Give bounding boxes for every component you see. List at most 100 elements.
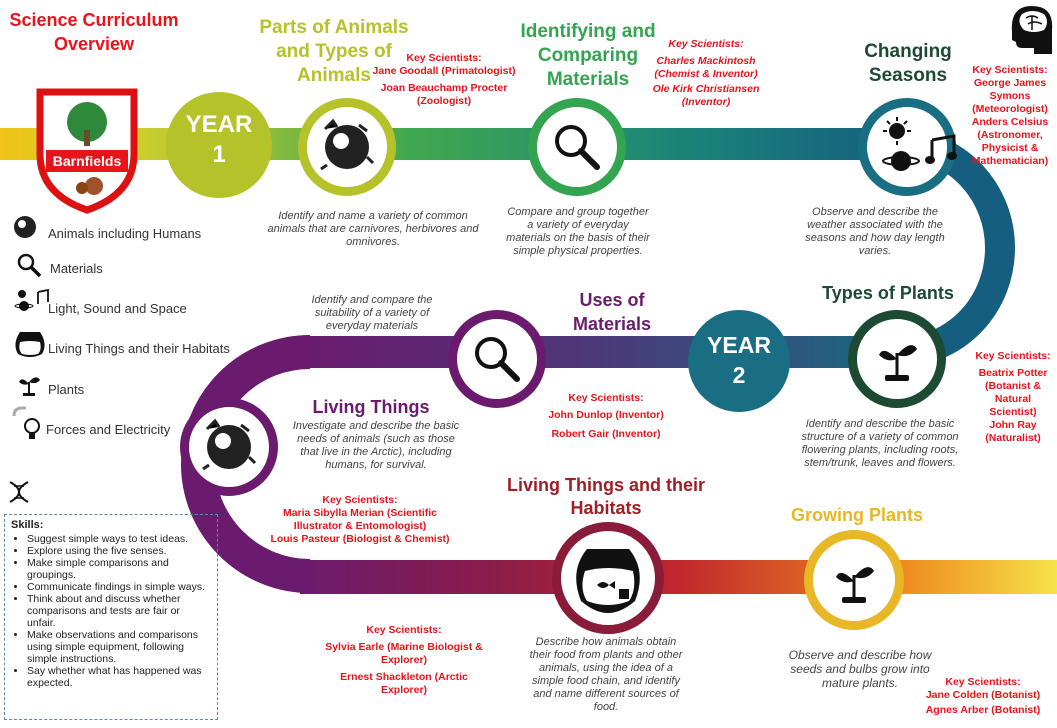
legend-label: Materials — [50, 261, 103, 276]
legend-label: Animals including Humans — [48, 226, 202, 241]
scientist: Ernest Shackleton (Arctic Explorer) — [340, 671, 468, 696]
skill-item: Explore using the five senses. — [27, 545, 211, 557]
key-scientists-label: Key Scientists: — [972, 64, 1048, 76]
scientist: Joan Beauchamp Procter (Zoologist) — [380, 82, 508, 107]
music-note-icon — [925, 134, 957, 164]
scientist: Maria Sibylla Merian (Scientific Illustr… — [282, 507, 438, 532]
identifying-materials-scientists: Key Scientists: Charles Mackintosh (Chem… — [648, 38, 764, 109]
scientist: Jane Goodall (Primatologist) — [372, 65, 516, 77]
changing-seasons-circle — [858, 98, 956, 196]
growing-plants-desc: Observe and describe how seeds and bulbs… — [788, 648, 932, 690]
bulb-magnet-icon — [12, 406, 40, 439]
fishbowl-icon — [576, 549, 640, 613]
scientist: John Dunlop (Inventor) — [548, 409, 664, 421]
growing-plants-scientists: Key Scientists: Jane Colden (Botanist) A… — [918, 676, 1048, 717]
legend-label: Forces and Electricity — [46, 422, 171, 437]
scientist: Sylvia Earle (Marine Biologist & Explore… — [325, 641, 483, 666]
path-row-3 — [300, 560, 1057, 594]
uses-of-materials-scientists: Key Scientists: John Dunlop (Inventor) R… — [536, 392, 676, 441]
key-scientists-label: Key Scientists: — [668, 38, 744, 50]
year-1-label: YEAR — [185, 111, 253, 138]
scientist: Beatrix Potter (Botanist & Natural Scien… — [978, 367, 1048, 418]
scientist: Jane Colden (Botanist) — [925, 689, 1041, 701]
uses-of-materials-title: Uses of Materials — [572, 290, 652, 334]
earth-animals-icon — [14, 216, 36, 238]
growing-plants-title: Growing Plants — [790, 505, 923, 525]
sun-planet-note-icon — [14, 288, 49, 311]
seedling-icon — [19, 377, 40, 396]
path-row-2 — [300, 336, 900, 368]
skills-box: Skills: Suggest simple ways to test idea… — [4, 514, 218, 720]
living-things-circle — [180, 398, 278, 496]
parts-of-animals-scientists: Key Scientists: Jane Goodall (Primatolog… — [368, 52, 520, 108]
legend: Animals including Humans Materials Light… — [6, 206, 246, 456]
magnifier-icon — [475, 337, 520, 382]
school-logo — [36, 88, 138, 214]
identifying-materials-desc: Compare and group together a variety of … — [506, 206, 650, 257]
key-scientists-label: Key Scientists: — [945, 676, 1021, 688]
skills-heading: Skills: — [11, 519, 44, 531]
uses-of-materials-circle — [448, 310, 546, 408]
scientist: Agnes Arber (Botanist) — [925, 704, 1041, 716]
skill-item: Make simple comparisons and groupings. — [27, 557, 211, 581]
uses-of-materials-desc: Identify and compare the suitability of … — [311, 294, 433, 332]
scientist: Charles Mackintosh (Chemist & Inventor) — [654, 55, 758, 80]
legend-label: Plants — [48, 382, 85, 397]
key-scientists-label: Key Scientists: — [406, 52, 482, 64]
growing-plants-circle — [804, 530, 904, 630]
year-1-badge: YEAR 1 — [166, 92, 272, 198]
year-2-label: YEAR — [707, 332, 771, 358]
brain-head-icon — [1011, 6, 1053, 54]
seedling-icon — [879, 345, 917, 381]
living-habitats-scientists: Key Scientists: Sylvia Earle (Marine Bio… — [318, 624, 490, 697]
path-row-1 — [0, 128, 905, 160]
scientist: Ole Kirk Christiansen (Inventor) — [652, 83, 760, 108]
changing-seasons-title: Changing Seasons — [864, 41, 952, 86]
legend-label: Living Things and their Habitats — [48, 341, 230, 356]
identifying-materials-title: Identifying and Comparing Materials — [520, 21, 656, 90]
skills-list: Suggest simple ways to test ideas. Explo… — [11, 533, 211, 689]
year-1-number: 1 — [212, 141, 226, 168]
living-habitats-desc: Describe how animals obtain their food f… — [529, 636, 683, 713]
parts-of-animals-desc: Identify and name a variety of common an… — [267, 210, 479, 248]
skill-item: Communicate findings in simple ways. — [27, 581, 211, 593]
key-scientists-label: Key Scientists: — [366, 624, 442, 636]
changing-seasons-scientists: Key Scientists: George James Symons (Met… — [964, 64, 1056, 168]
earth-animals-icon — [320, 118, 375, 171]
skill-item: Make observations and comparisons using … — [27, 629, 211, 665]
key-scientists-label: Key Scientists: — [975, 350, 1051, 362]
scientist: Louis Pasteur (Biologist & Chemist) — [270, 533, 450, 545]
key-scientists-label: Key Scientists: — [322, 494, 398, 506]
identifying-materials-circle — [528, 98, 626, 196]
skill-item: Think about and discuss whether comparis… — [27, 593, 211, 629]
parts-of-animals-circle — [298, 98, 396, 196]
year-2-badge: YEAR 2 — [688, 310, 790, 412]
dna-icon — [9, 481, 29, 503]
key-scientists-label: Key Scientists: — [568, 392, 644, 404]
year-2-number: 2 — [732, 362, 746, 388]
logo-text: Barnfields — [52, 153, 122, 169]
scientist: John Ray (Naturalist) — [985, 419, 1041, 444]
skill-item: Say whether what has happened was expect… — [27, 665, 211, 689]
living-habitats-circle — [552, 522, 664, 634]
living-things-desc: Investigate and describe the basic needs… — [292, 420, 460, 471]
types-of-plants-title: Types of Plants — [822, 283, 954, 303]
living-things-scientists: Key Scientists: Maria Sibylla Merian (Sc… — [258, 494, 462, 546]
skill-item: Suggest simple ways to test ideas. — [27, 533, 211, 545]
seedling-icon — [836, 567, 874, 603]
earth-animals-icon — [202, 418, 257, 471]
types-of-plants-scientists: Key Scientists: Beatrix Potter (Botanist… — [970, 350, 1056, 445]
page-title: Science Curriculum Overview — [9, 10, 179, 54]
living-things-title: Living Things — [312, 397, 430, 417]
scientist: George James Symons (Meteorologist) — [972, 77, 1048, 115]
types-of-plants-desc: Identify and describe the basic structur… — [801, 418, 959, 469]
living-habitats-title: Living Things and their Habitats — [507, 475, 705, 518]
scientist: Robert Gair (Inventor) — [551, 428, 661, 440]
changing-seasons-desc: Observe and describe the weather associa… — [805, 206, 945, 257]
magnifier-icon — [17, 253, 42, 278]
fishbowl-icon — [15, 332, 45, 357]
magnifier-icon — [555, 125, 600, 170]
types-of-plants-circle — [848, 310, 946, 408]
sun-planet-note-icon — [882, 117, 920, 171]
legend-label: Light, Sound and Space — [48, 301, 187, 316]
